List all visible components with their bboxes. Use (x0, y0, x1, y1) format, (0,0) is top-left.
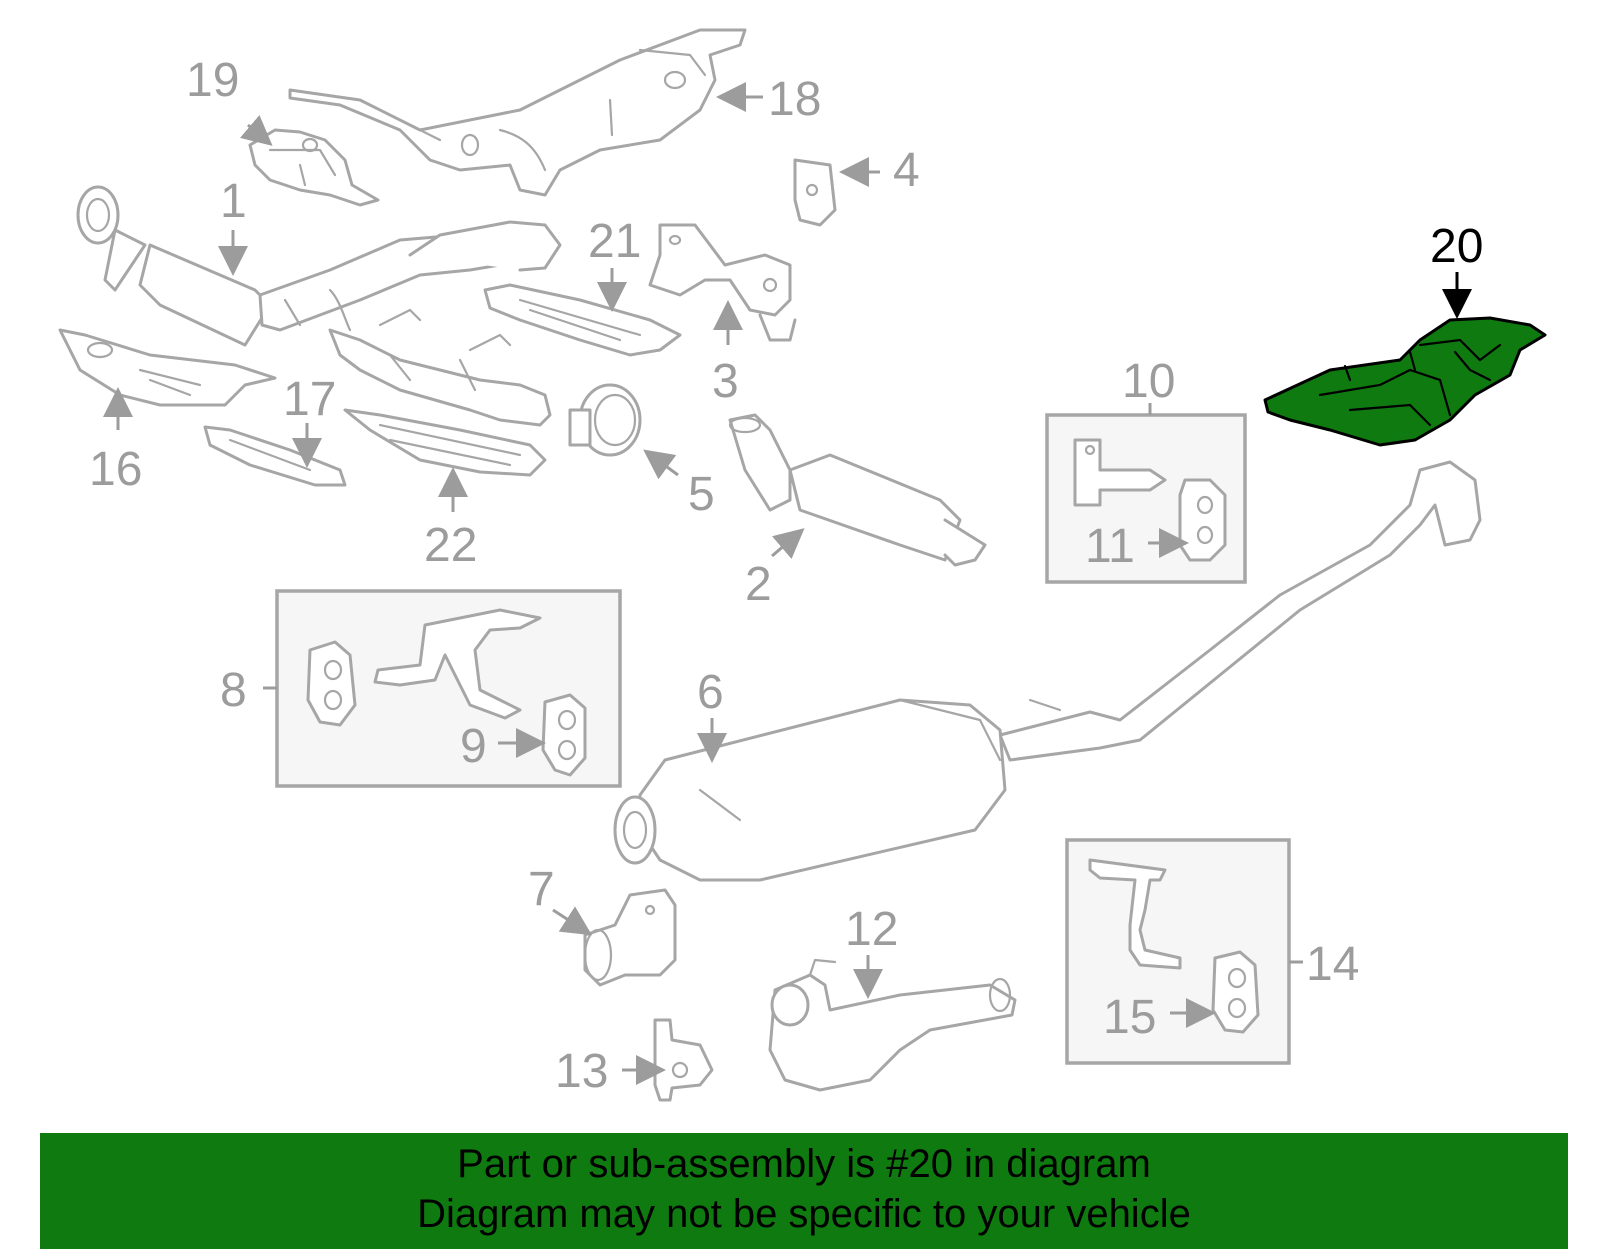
part-4-bracket[interactable] (793, 158, 837, 227)
callout-16: 16 (89, 443, 142, 496)
part-6-muffler[interactable] (613, 460, 1482, 882)
callout-6: 6 (697, 666, 724, 719)
callout-1: 1 (220, 175, 247, 228)
callout-13: 13 (555, 1045, 608, 1098)
part-5-clamp[interactable] (568, 383, 642, 457)
callout-21: 21 (588, 215, 641, 268)
callout-17: 17 (283, 373, 336, 426)
callout-19: 19 (186, 54, 239, 107)
callout-10: 10 (1122, 355, 1175, 408)
part-13-clamp[interactable] (653, 1018, 714, 1102)
part-17-heat-shield[interactable] (203, 425, 347, 487)
callout-18: 18 (768, 73, 821, 126)
part-7-exhaust-tip[interactable] (583, 888, 677, 987)
callout-15: 15 (1103, 991, 1156, 1044)
part-1-catalytic-converter[interactable] (76, 185, 562, 347)
callout-22: 22 (424, 519, 477, 572)
part-18-crossmember[interactable] (288, 28, 747, 197)
part-14-hanger-kit-box[interactable] (1065, 838, 1291, 1065)
callout-12: 12 (845, 903, 898, 956)
callout-14: 14 (1306, 938, 1359, 991)
part-12-converter[interactable] (768, 958, 1017, 1092)
part-8-hanger-kit-box[interactable] (275, 589, 622, 788)
part-19-bracket[interactable] (248, 128, 380, 207)
callout-7: 7 (528, 863, 555, 916)
callout-9: 9 (460, 720, 487, 773)
callout-8: 8 (220, 664, 247, 717)
part-22-heat-shield[interactable] (343, 408, 547, 477)
callout-4: 4 (893, 144, 920, 197)
part-20-heat-shield-highlighted[interactable] (1263, 316, 1547, 447)
callout-2: 2 (745, 558, 772, 611)
callout-20-selected: 20 (1430, 220, 1483, 273)
callout-3: 3 (712, 355, 739, 408)
part-info-banner: Part or sub-assembly is #20 in diagram D… (40, 1133, 1568, 1249)
banner-line-1: Part or sub-assembly is #20 in diagram (457, 1142, 1151, 1186)
part-16-heat-shield[interactable] (58, 328, 277, 407)
part-10-hanger-kit-box[interactable] (1045, 413, 1247, 584)
part-3-hanger[interactable] (648, 223, 797, 342)
banner-line-2: Diagram may not be specific to your vehi… (417, 1192, 1191, 1236)
leader-arrows (103, 82, 1472, 1085)
callout-11: 11 (1085, 520, 1135, 573)
part-21-heat-shield[interactable] (483, 283, 682, 357)
callout-labels: 1 2 3 4 5 6 7 8 9 10 11 12 13 14 15 16 1… (89, 54, 1483, 1098)
front-pipe-assembly (328, 308, 552, 427)
part-2-resonator[interactable] (728, 413, 987, 567)
callout-5: 5 (688, 468, 715, 521)
